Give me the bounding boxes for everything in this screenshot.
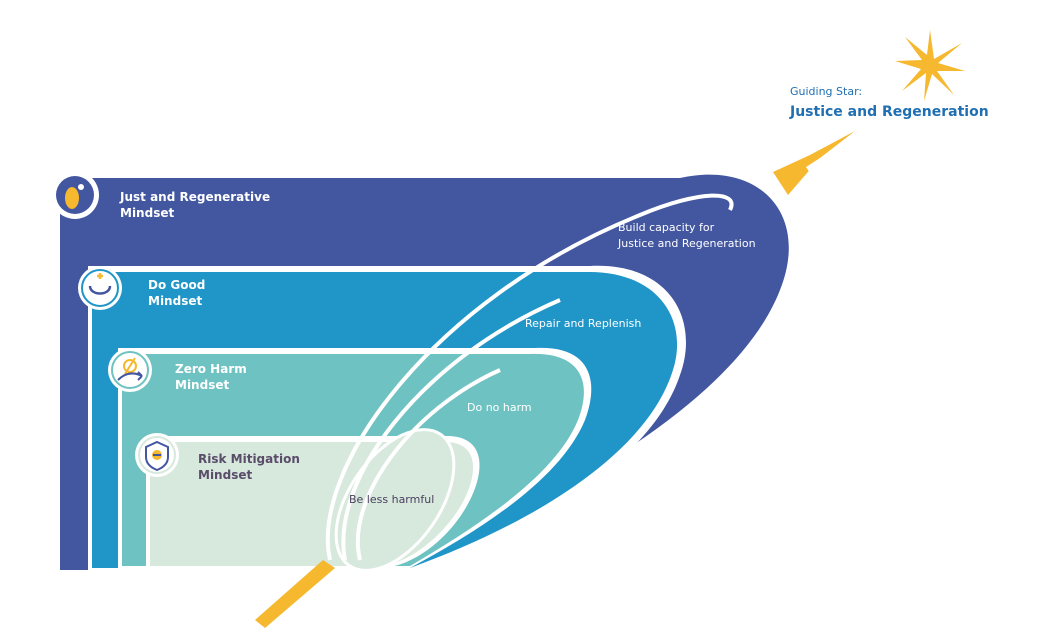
action-3: Do no harm [467, 401, 532, 414]
mindset-1-line2: Mindset [120, 206, 174, 220]
mindset-2-line2: Mindset [148, 294, 202, 308]
action-4: Be less harmful [349, 493, 434, 506]
oval-edges [325, 193, 734, 561]
guiding-star-title: Justice and Regeneration [789, 104, 989, 120]
shield-minus-icon [135, 433, 179, 477]
guiding-star-icon [895, 30, 965, 101]
null-arrow-icon [108, 348, 152, 392]
mindset-3-line2: Mindset [175, 378, 229, 392]
top-arrow [773, 131, 855, 195]
bottom-arrow [255, 560, 335, 628]
leaf-person-icon [51, 171, 99, 219]
action-1-line2: Justice and Regeneration [617, 237, 756, 250]
action-1-line1: Build capacity for [618, 221, 715, 234]
action-2: Repair and Replenish [525, 317, 641, 330]
mindset-4-line2: Mindset [198, 468, 252, 482]
mindset-3-line1: Zero Harm [175, 362, 247, 376]
mindset-2-line1: Do Good [148, 278, 205, 292]
mindset-4-line1: Risk Mitigation [198, 452, 300, 466]
guiding-star-prefix: Guiding Star: [790, 85, 862, 98]
mindset-1-line1: Just and Regenerative [119, 190, 270, 204]
plus-cycle-icon [78, 266, 122, 310]
